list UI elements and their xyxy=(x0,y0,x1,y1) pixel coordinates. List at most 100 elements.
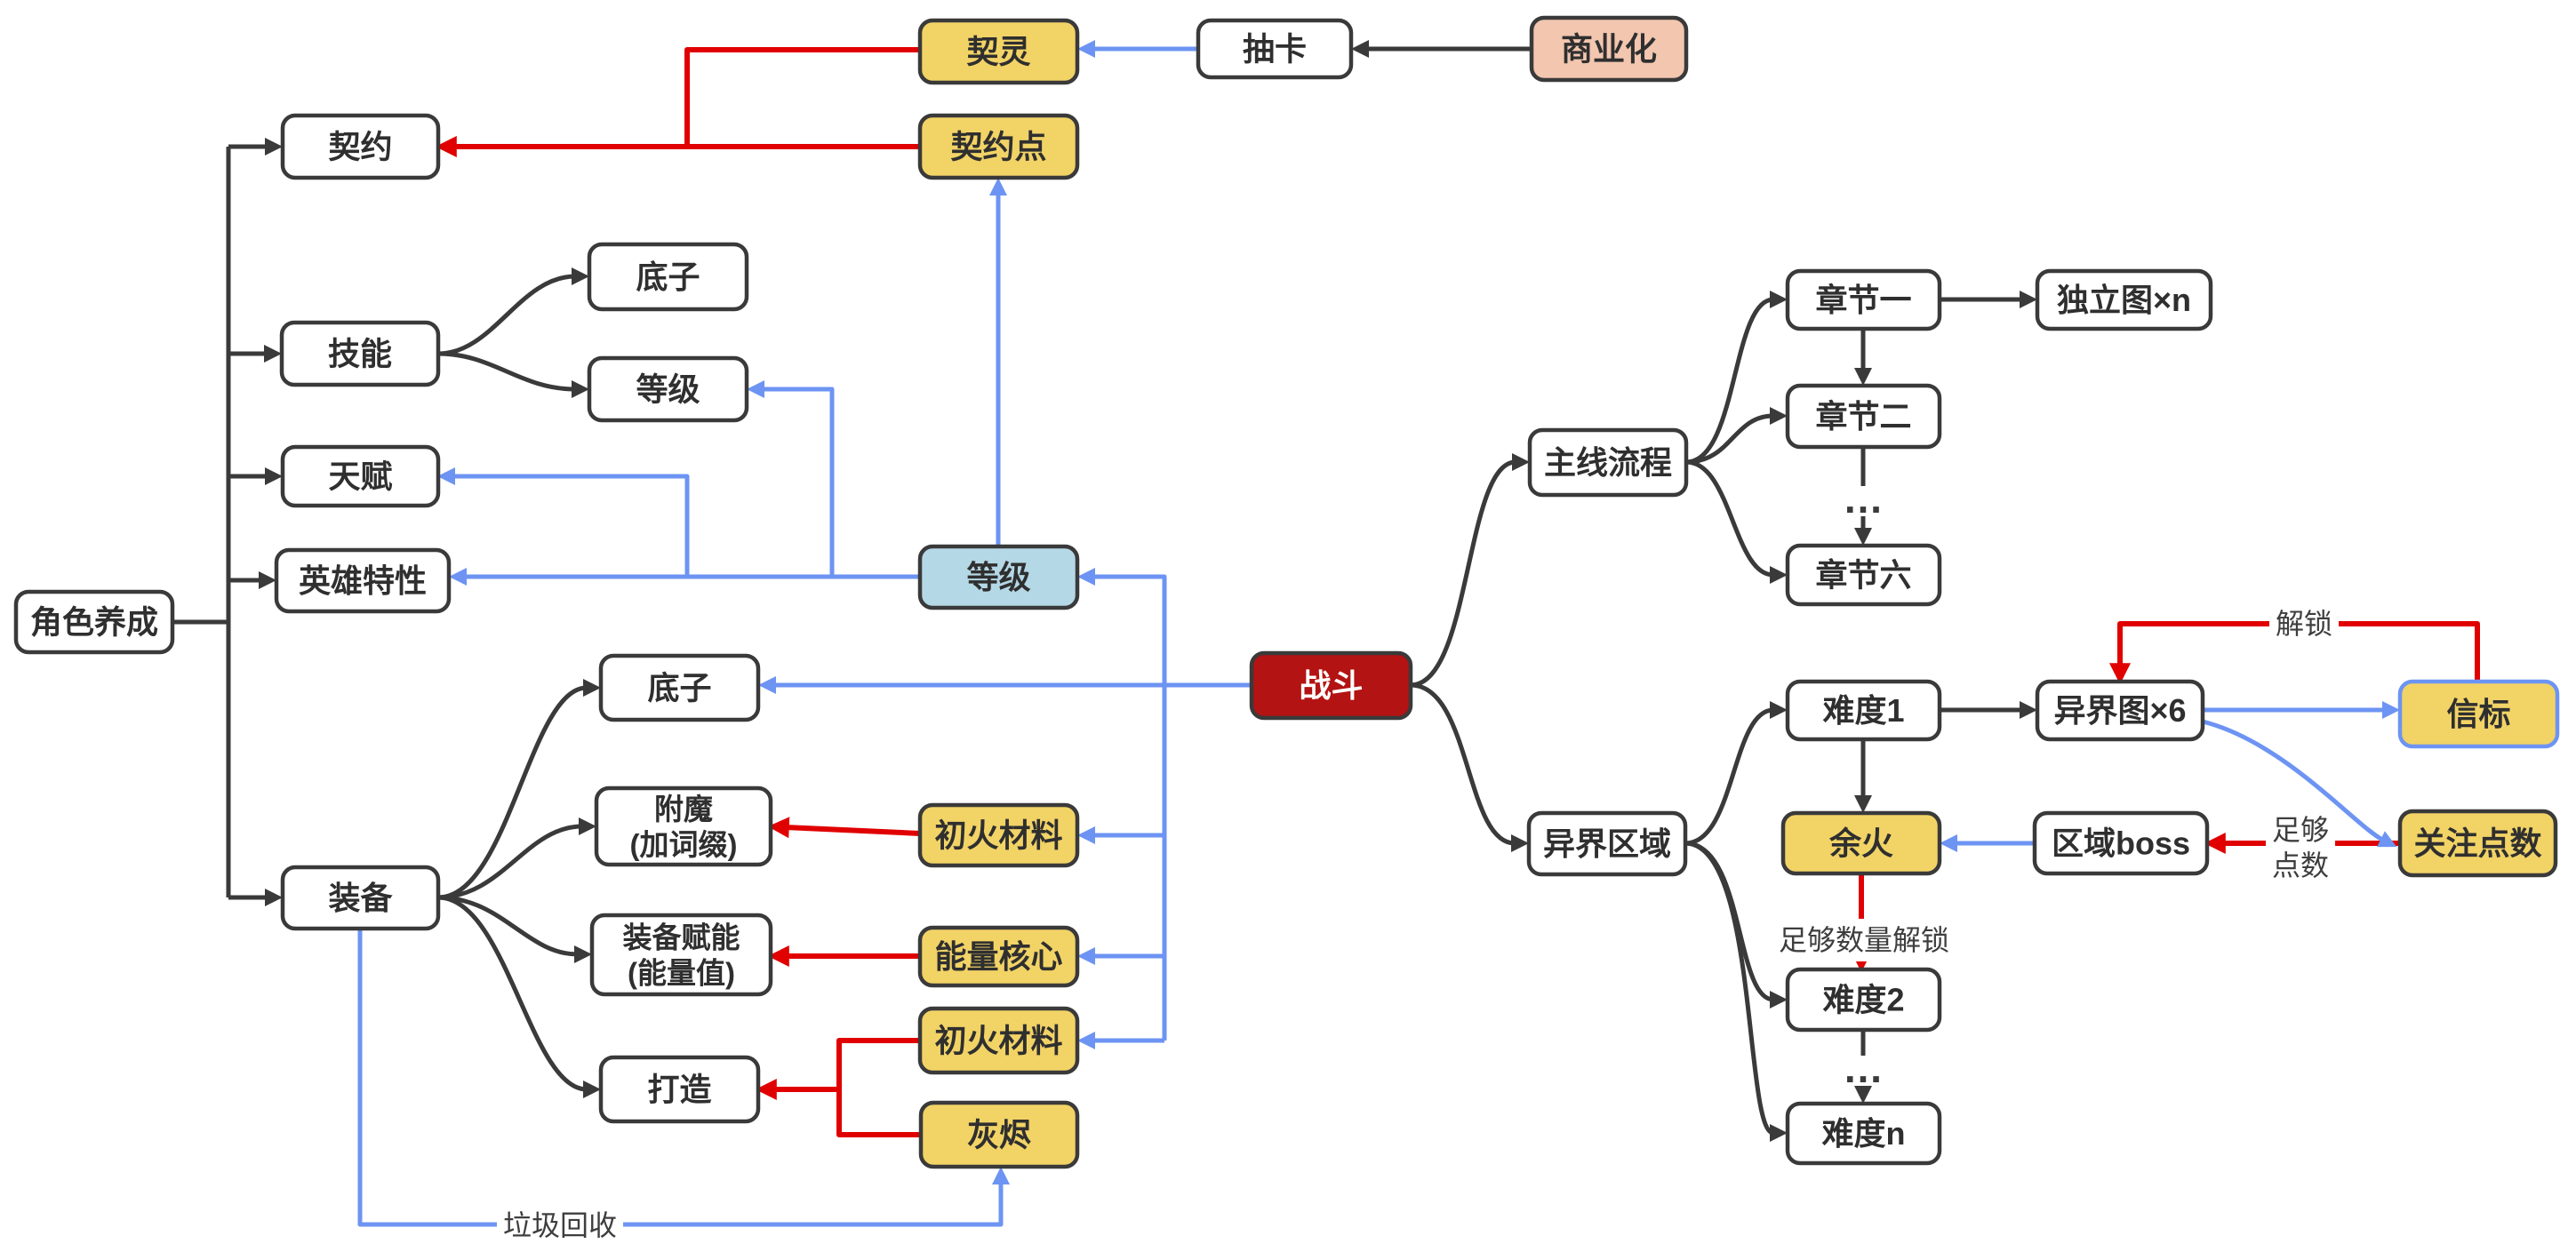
node-box xyxy=(13,589,175,655)
node-box xyxy=(917,1006,1080,1075)
node-contract[interactable]: 契约 xyxy=(280,113,441,180)
node-label: 契约点 xyxy=(950,129,1046,165)
edge-label-text: 足够 xyxy=(2272,814,2329,846)
node-difficulty-2[interactable]: 难度2 xyxy=(1785,967,1942,1033)
node-box xyxy=(1785,967,1942,1033)
node-equipment[interactable]: 装备 xyxy=(280,865,441,931)
node-label: 等级 xyxy=(966,559,1030,595)
edge-otherworld-to-difficulty-n xyxy=(1684,841,1788,1142)
node-box xyxy=(2397,679,2560,749)
node-enchant[interactable]: 附魔(加词缀) xyxy=(594,785,773,867)
node-box xyxy=(280,444,441,508)
edge-label-recycle-label: 垃圾回收 xyxy=(497,1204,623,1247)
node-otherworld-maps[interactable]: 异界图×6 xyxy=(2035,679,2205,742)
ellipsis-chapter-ellipsis: … xyxy=(1843,475,1884,522)
node-empower[interactable]: 装备赋能(能量值) xyxy=(589,913,773,997)
node-box xyxy=(1249,650,1413,721)
node-standalone-maps[interactable]: 独立图×n xyxy=(2035,268,2213,331)
node-difficulty-1[interactable]: 难度1 xyxy=(1785,679,1942,742)
node-forge[interactable]: 打造 xyxy=(598,1055,761,1124)
node-box xyxy=(274,547,452,614)
node-hero-trait[interactable]: 英雄特性 xyxy=(274,547,452,614)
node-label: 章节六 xyxy=(1815,557,1911,594)
node-label: 技能 xyxy=(328,336,392,372)
node-label: 装备赋能(能量值) xyxy=(623,921,740,989)
node-label: 难度2 xyxy=(1822,982,1904,1018)
edge-trunk-to-level-main xyxy=(1077,568,1167,1041)
node-box xyxy=(1785,679,1942,742)
node-chapter-2[interactable]: 章节二 xyxy=(1785,383,1942,450)
node-box xyxy=(1785,268,1942,331)
node-box xyxy=(1785,383,1942,450)
node-label: 独立图×n xyxy=(2057,282,2191,318)
label-layer: 解锁足够点数足够数量解锁垃圾回收…… xyxy=(497,475,2339,1247)
node-label: 余火 xyxy=(1828,825,1893,862)
edge-label-text: 足够数量解锁 xyxy=(1779,924,1949,956)
node-gacha[interactable]: 抽卡 xyxy=(1196,18,1354,80)
edge-mainline-to-chapter-6 xyxy=(1685,459,1788,584)
node-label: 初火材料 xyxy=(934,1023,1062,1059)
node-base-1[interactable]: 底子 xyxy=(587,242,749,312)
node-label: 战斗 xyxy=(1299,667,1363,704)
node-beacon[interactable]: 信标 xyxy=(2397,679,2560,749)
node-flame-material-2[interactable]: 初火材料 xyxy=(917,1006,1080,1075)
node-skill[interactable]: 技能 xyxy=(279,320,441,387)
edge-battle-to-otherworld xyxy=(1410,682,1529,852)
node-label: 灰烬 xyxy=(967,1117,1031,1153)
edge-flame-2-ash-bracket xyxy=(836,1038,921,1137)
node-mainline[interactable]: 主线流程 xyxy=(1527,427,1689,498)
node-label: 初火材料 xyxy=(934,817,1062,854)
node-box xyxy=(2032,810,2210,876)
edge-skill-to-base-1 xyxy=(437,267,589,356)
node-label: 英雄特性 xyxy=(299,562,427,599)
edge-equipment-to-empower xyxy=(437,895,592,963)
node-flame-material-1[interactable]: 初火材料 xyxy=(917,802,1080,868)
node-ember[interactable]: 余火 xyxy=(1780,810,1942,876)
node-label: 区域boss xyxy=(2052,825,2190,862)
node-box xyxy=(594,785,773,867)
node-base-2[interactable]: 底子 xyxy=(598,653,761,722)
node-box xyxy=(917,544,1080,610)
node-region-boss[interactable]: 区域boss xyxy=(2032,810,2210,876)
node-label: 装备 xyxy=(328,880,393,916)
node-monetization[interactable]: 商业化 xyxy=(1529,15,1689,83)
node-box xyxy=(1785,543,1942,607)
node-role-growth[interactable]: 角色养成 xyxy=(13,589,175,655)
edge-otherworld-to-difficulty-1 xyxy=(1684,701,1788,846)
node-talent[interactable]: 天赋 xyxy=(280,444,441,508)
node-box xyxy=(2035,268,2213,331)
node-box xyxy=(917,113,1080,180)
node-label: 信标 xyxy=(2446,696,2510,732)
node-label: 等级 xyxy=(636,371,700,408)
node-box xyxy=(2397,809,2558,878)
node-label: 商业化 xyxy=(1561,31,1657,68)
node-box xyxy=(279,320,441,387)
edge-label-text: 解锁 xyxy=(2276,608,2332,640)
node-level-skill[interactable]: 等级 xyxy=(587,355,749,423)
node-box xyxy=(587,355,749,423)
node-pact-spirit[interactable]: 契灵 xyxy=(917,18,1080,85)
node-box xyxy=(1526,810,1688,877)
edge-equipment-to-base-2 xyxy=(437,679,601,900)
edge-label-unlock-label: 解锁 xyxy=(2269,602,2339,645)
node-label: 章节一 xyxy=(1815,282,1911,318)
node-otherworld-region[interactable]: 异界区域 xyxy=(1526,810,1688,877)
edge-owmaps-to-focus xyxy=(2202,719,2397,848)
node-label: 异界图×6 xyxy=(2053,692,2186,729)
node-level-main[interactable]: 等级 xyxy=(917,544,1080,610)
node-chapter-6[interactable]: 章节六 xyxy=(1785,543,1942,607)
node-label: 契灵 xyxy=(966,34,1030,70)
edge-label-text: 垃圾回收 xyxy=(503,1209,617,1241)
node-box xyxy=(587,242,749,312)
node-chapter-1[interactable]: 章节一 xyxy=(1785,268,1942,331)
node-box xyxy=(1785,1101,1942,1166)
node-focus-points[interactable]: 关注点数 xyxy=(2397,809,2558,878)
node-ash[interactable]: 灰烬 xyxy=(918,1100,1080,1169)
node-difficulty-n[interactable]: 难度n xyxy=(1785,1101,1942,1166)
node-energy-core[interactable]: 能量核心 xyxy=(917,925,1080,988)
node-battle[interactable]: 战斗 xyxy=(1249,650,1413,721)
node-pact-points[interactable]: 契约点 xyxy=(917,113,1080,180)
node-label: 打造 xyxy=(647,1072,711,1108)
node-box xyxy=(2035,679,2205,742)
